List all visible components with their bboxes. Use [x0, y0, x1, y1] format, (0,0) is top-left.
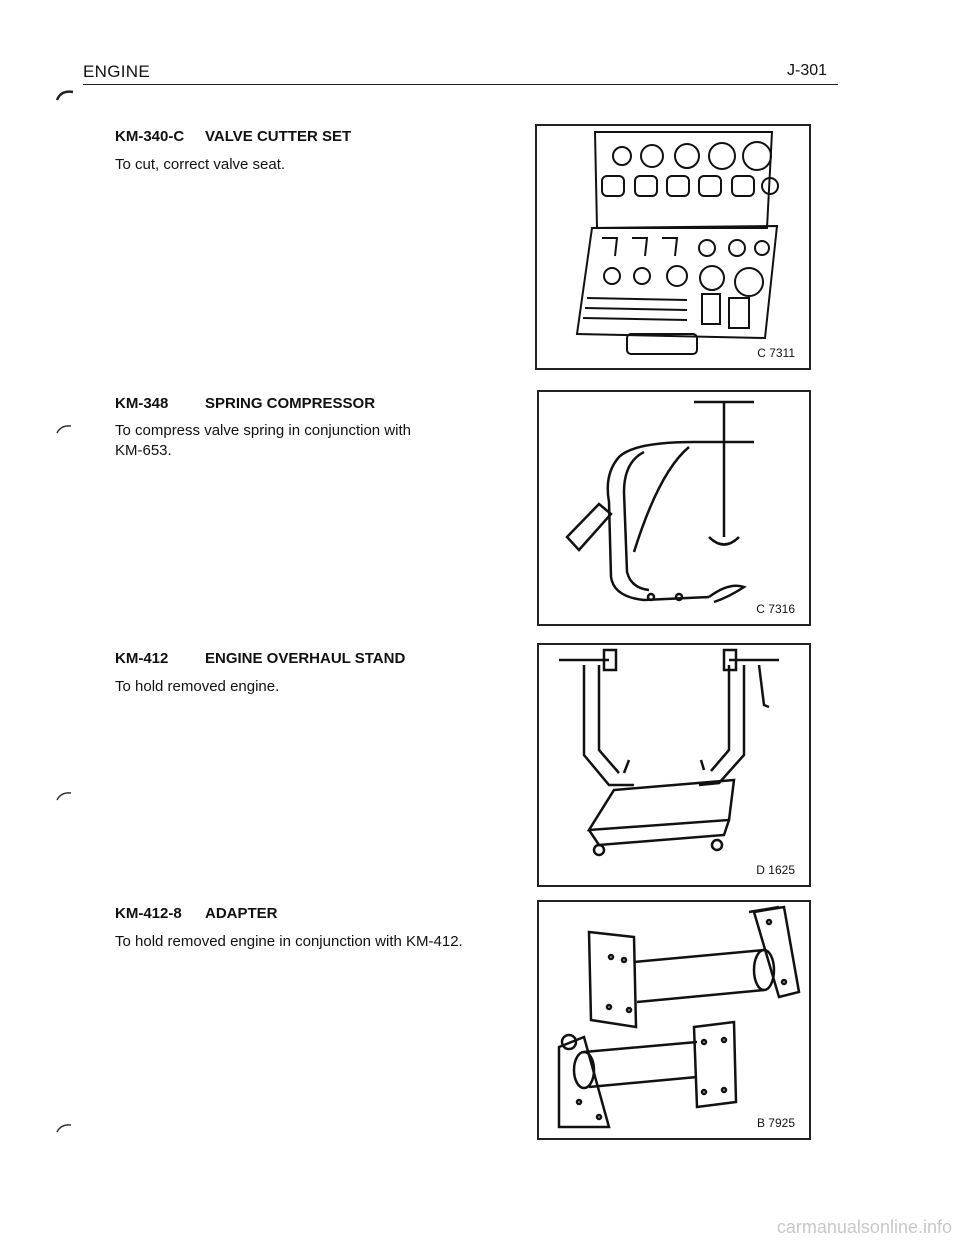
tool-figure: C 7311 — [535, 124, 811, 370]
tool-figure: C 7316 — [537, 390, 811, 626]
valve-cutter-set-case-icon — [575, 131, 779, 355]
margin-mark-icon — [55, 90, 74, 101]
tool-description: To hold removed engine in conjunction wi… — [115, 933, 463, 950]
tool-description: To compress valve spring in conjunction … — [115, 422, 411, 459]
tool-heading: KM-412 ENGINE OVERHAUL STAND — [115, 650, 405, 667]
tool-code: KM-348 — [115, 395, 169, 412]
figure-label: B 7925 — [756, 1116, 795, 1130]
figure-label: C 7316 — [756, 602, 795, 616]
margin-mark-icon — [56, 1124, 72, 1133]
header-divider — [83, 84, 838, 85]
figure-label: D 1625 — [756, 863, 795, 877]
spring-compressor-clamp-icon — [565, 400, 754, 604]
figure-label: C 7311 — [757, 346, 795, 360]
tool-name: ENGINE OVERHAUL STAND — [205, 650, 406, 667]
tool-heading: KM-412-8 ADAPTER — [115, 905, 278, 922]
tool-name: ADAPTER — [205, 905, 278, 922]
tool-description: To hold removed engine. — [115, 678, 280, 695]
watermark: carmanualsonline.info — [776, 1217, 952, 1237]
tool-heading: KM-348 SPRING COMPRESSOR — [115, 395, 375, 412]
tool-figure: D 1625 — [537, 643, 811, 887]
tool-code: KM-412 — [115, 650, 169, 667]
tool-description: To cut, correct valve seat. — [115, 156, 286, 173]
tool-name: SPRING COMPRESSOR — [205, 395, 376, 412]
tool-code: KM-340-C — [115, 128, 185, 145]
tool-heading: KM-340-C VALVE CUTTER SET — [115, 128, 351, 145]
margin-mark-icon — [56, 792, 72, 801]
tool-figure: B 7925 — [537, 900, 811, 1140]
adapter-arms-icon — [557, 905, 801, 1129]
tool-code: KM-412-8 — [115, 905, 182, 922]
engine-stand-frame-icon — [559, 648, 779, 857]
margin-mark-icon — [56, 425, 72, 434]
tool-name: VALVE CUTTER SET — [205, 128, 352, 145]
section-title: ENGINE — [83, 62, 150, 81]
page-number: J-301 — [787, 62, 828, 79]
